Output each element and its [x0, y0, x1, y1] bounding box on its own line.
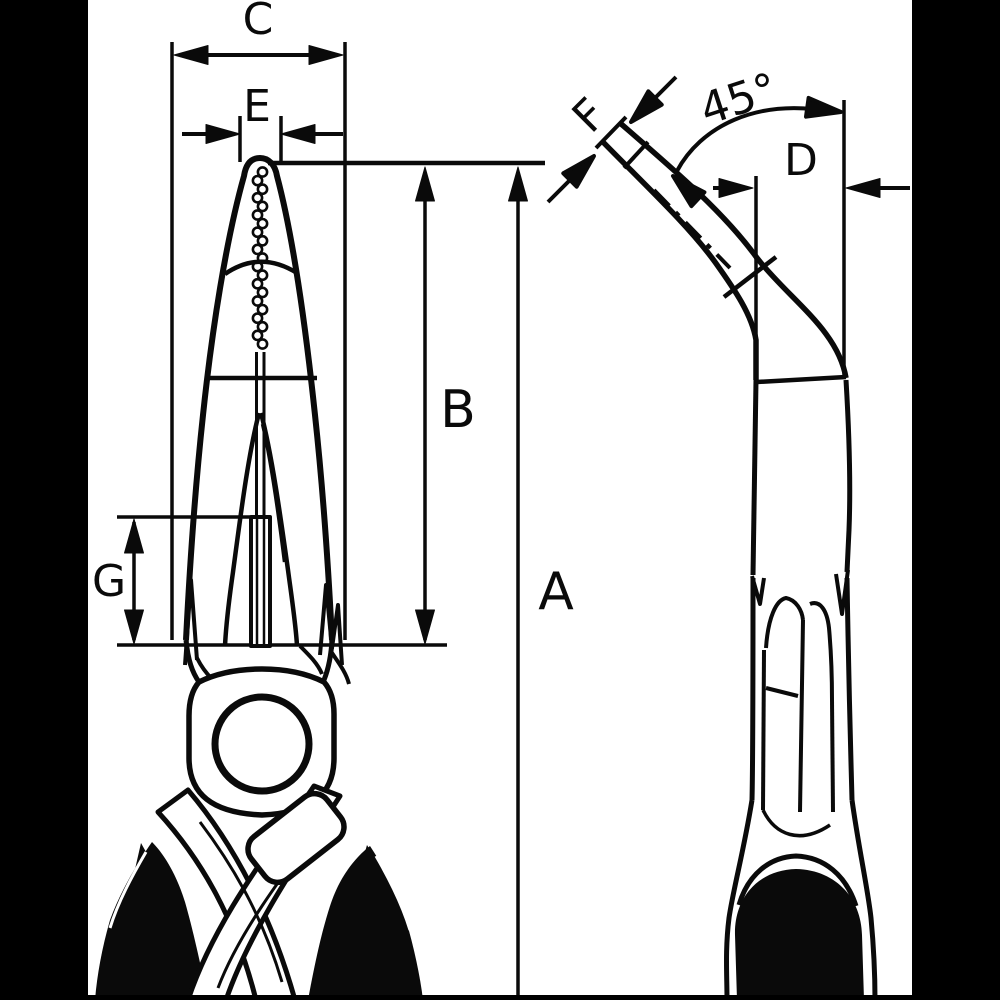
joint-box: [249, 515, 272, 648]
serration-bead-line: [251, 166, 269, 350]
dimension-bend-angle: [671, 95, 843, 209]
arrowhead-right-icon: [308, 45, 344, 65]
arrowhead-upright-icon: [561, 154, 596, 189]
front-view-pliers: [95, 42, 545, 1000]
left-frame-bar: [0, 0, 88, 1000]
side-body-outline: [749, 374, 855, 801]
handle-cutout: [245, 790, 347, 886]
dim-label-tip-offset: D: [784, 135, 818, 186]
dim-label-overall-length: A: [538, 562, 574, 622]
extension-lines-front: [117, 42, 545, 647]
side-joint-detail: [761, 596, 835, 838]
dimension-tip-offset: [713, 100, 910, 378]
side-grip: [734, 869, 864, 1000]
dim-label-jaw-length: B: [440, 380, 476, 440]
arrowhead-up-icon: [124, 518, 144, 554]
arrowhead-right-icon: [205, 124, 241, 144]
handle-straps: [155, 783, 347, 1000]
arrowhead-right-icon: [718, 178, 754, 198]
arrowhead-downleft-icon: [629, 89, 664, 124]
arrowhead-arc-right-icon: [804, 95, 843, 119]
dimension-overall-length: [508, 166, 528, 995]
side-handle: [724, 799, 878, 1000]
dimension-tip-thickness: [546, 75, 678, 204]
right-frame-bar: [912, 0, 1000, 1000]
dim-label-head-width: C: [243, 0, 274, 45]
pivot-boss: [183, 639, 337, 818]
dimension-jaw-length: [415, 166, 435, 645]
arrowhead-left-icon: [280, 124, 316, 144]
grip-highlights: [108, 851, 412, 931]
left-grip: [95, 842, 208, 1000]
bottom-frame-bar: [0, 995, 1000, 1000]
arrowhead-down-icon: [124, 609, 144, 645]
arrowhead-up-icon: [415, 166, 435, 202]
arrowhead-up-icon: [508, 166, 528, 202]
dim-label-joint-box-length: G: [92, 556, 126, 607]
arrowhead-left-icon: [173, 45, 209, 65]
side-view-pliers: [546, 75, 910, 1000]
jaw-tick-marks: [594, 115, 778, 299]
dimension-tip-width: [182, 124, 343, 144]
pivot-screw-icon: [211, 693, 313, 795]
dim-label-tip-width: E: [243, 81, 271, 132]
center-axis-dashdot: [652, 188, 732, 270]
dimension-head-width: [173, 45, 344, 65]
arrowhead-down-icon: [415, 609, 435, 645]
front-nose-details: [206, 259, 317, 647]
right-grip: [308, 846, 423, 1000]
arrowhead-left-icon: [845, 178, 881, 198]
arrowhead-arc-left-icon: [671, 174, 707, 209]
front-nose-outline: [183, 155, 335, 641]
dimension-joint-box-length: [124, 518, 144, 645]
